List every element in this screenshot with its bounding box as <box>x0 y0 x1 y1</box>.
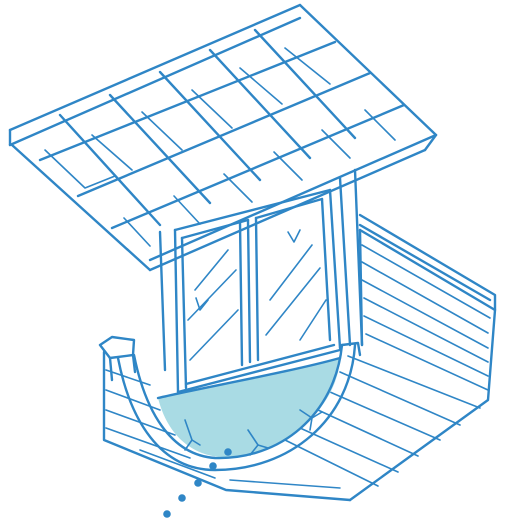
drip <box>178 494 186 502</box>
drip <box>163 510 171 518</box>
basement-window <box>160 170 362 392</box>
retaining-wall-right <box>285 215 495 500</box>
drip <box>194 479 202 487</box>
window-well-cover <box>10 5 436 270</box>
drip <box>209 462 217 470</box>
well-liner <box>118 343 360 470</box>
drip <box>224 448 232 456</box>
